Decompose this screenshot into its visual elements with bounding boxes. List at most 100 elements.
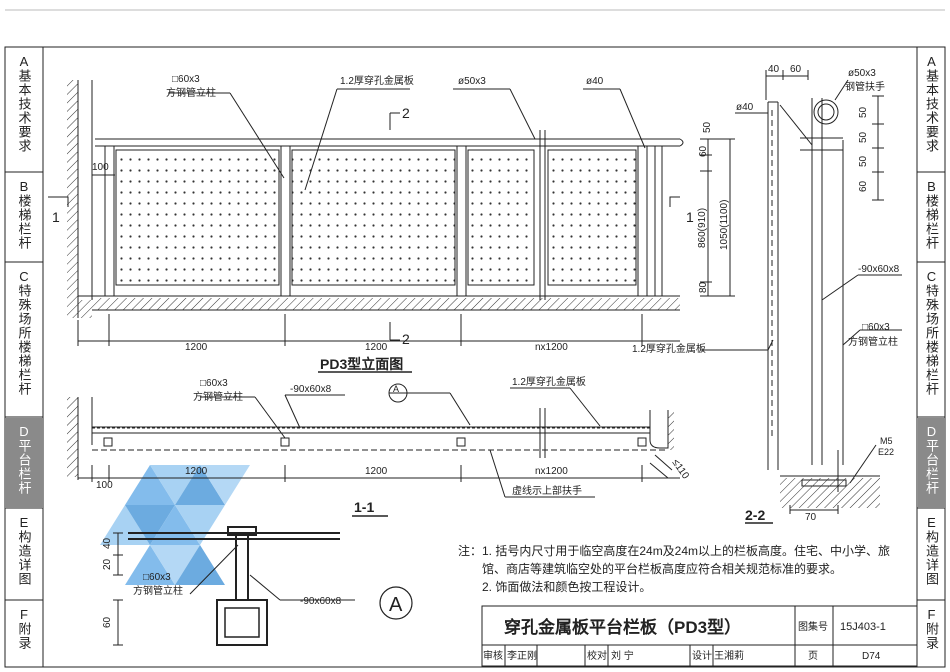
elev-right-80: 80 (698, 281, 709, 293)
side-tab-name: 楼梯栏杆 (924, 194, 939, 250)
elev-dim-2: 1200 (365, 342, 388, 353)
note-item-2: 2. 饰面做法和颜色按工程设计。 (482, 580, 652, 594)
title-block-page-no: D74 (862, 651, 881, 662)
elev-rail2-label: ø40 (586, 76, 604, 87)
elev-right-60: 60 (698, 145, 709, 157)
sec-right-50-3: 50 (858, 155, 869, 167)
side-tab-letter: C (926, 269, 937, 284)
title-block-check-label: 校对 (587, 649, 607, 662)
title-block-atlas-label: 图集号 (798, 620, 828, 633)
side-tab-letter: D (19, 424, 29, 439)
sec-tube-label-1: ø50x3 (848, 68, 876, 79)
title-block-page-label: 页 (808, 650, 818, 662)
sec-tube-label-2: 钢管扶手 (845, 80, 885, 93)
elev-rail-label: ø50x3 (458, 76, 486, 87)
perforated-panels (115, 149, 637, 286)
sec-right-60: 60 (858, 180, 869, 192)
elev-right-50: 50 (702, 121, 713, 133)
elevation-title: PD3型立面图 (320, 356, 403, 372)
side-tab-name: 附录 (16, 622, 32, 650)
side-tab-name: 特殊场所楼梯栏杆 (16, 284, 32, 396)
detail-post-label-2: 方钢管立柱 (133, 584, 183, 597)
detail-dim-40: 40 (102, 537, 113, 549)
title-block-review-label: 审核 (483, 649, 503, 662)
sec-right-50-1: 50 (858, 106, 869, 118)
side-tab-name: 特殊场所楼梯栏杆 (924, 284, 939, 396)
side-tab-name: 基本技术要求 (924, 69, 939, 153)
side-tab-letter: A (19, 54, 29, 69)
section-mark-2-bottom: 2 (402, 331, 410, 347)
section-mark-1-right: 1 (686, 209, 694, 225)
title-block-checker: 刘 宁 (611, 649, 634, 662)
elevation-drawing (48, 80, 735, 373)
sec-panel-label: 1.2厚穿孔金属板 (632, 342, 706, 355)
plan-dim-nx1200: nx1200 (535, 466, 568, 477)
plan-dim-1200-2: 1200 (365, 466, 388, 477)
title-block-frame (481, 605, 918, 667)
plan-dim-1200-1: 1200 (185, 466, 208, 477)
side-tab-letter: F (20, 607, 28, 622)
plan-drawing (67, 383, 680, 517)
elev-dim-1: 1200 (185, 342, 208, 353)
elev-left-100: 100 (92, 162, 109, 173)
side-tab-letter: D (926, 424, 937, 439)
notes-lead: 注： (458, 544, 483, 558)
plan-panel-label: 1.2厚穿孔金属板 (512, 375, 586, 388)
detail-dim-20: 20 (102, 558, 113, 570)
title-block-designer: 王湘莉 (714, 649, 744, 662)
title-block-reviewer: 李正刚 (507, 649, 537, 662)
side-tab-name: 平台栏杆 (16, 439, 32, 495)
detail-a-drawing (113, 526, 413, 646)
sec-post-label-1: □60x3 (862, 322, 890, 333)
sec-40-label: ø40 (736, 102, 754, 113)
sec-bolt-2: E22 (878, 447, 894, 457)
sec-post-label-2: 方钢管立柱 (848, 335, 898, 348)
elev-post-label-2: 方钢管立柱 (166, 86, 216, 99)
side-tab-letter: C (19, 269, 29, 284)
side-tab-name: 楼梯栏杆 (16, 194, 32, 250)
elev-post-label-1: □60x3 (172, 74, 200, 85)
side-tab-letter: E (927, 515, 936, 530)
detail-post-label-1: □60x3 (143, 572, 171, 583)
section-mark-2-top: 2 (402, 105, 410, 121)
side-tab-name: 附录 (924, 622, 939, 650)
side-tab-letter: F (927, 607, 936, 622)
sec-dim-40: 40 (768, 64, 780, 75)
elev-right-860: 860(910) (697, 208, 708, 248)
sec-plate-label: -90x60x8 (858, 264, 900, 275)
section-2-2-drawing (700, 70, 902, 524)
plan-post-label-1: □60x3 (200, 378, 228, 389)
notes-block: 注： 1. 括号内尺寸用于临空高度在24m及24m以上的栏板高度。住宅、中小学、… (458, 542, 910, 596)
plan-callout-a: A (393, 384, 399, 394)
sec-dim-60: 60 (790, 64, 802, 75)
side-tab-name: 平台栏杆 (924, 439, 939, 495)
watermark-logo (100, 465, 250, 585)
elev-dim-3: nx1200 (535, 342, 568, 353)
plan-post-label-2: 方钢管立柱 (193, 390, 243, 403)
elevation-posts (104, 145, 663, 297)
side-tab-name: 构造详图 (16, 530, 32, 586)
side-tab-letter: B (927, 179, 936, 194)
elev-panel-label: 1.2厚穿孔金属板 (340, 74, 414, 87)
sec-dim-70: 70 (805, 512, 817, 523)
section22-title: 2-2 (745, 507, 765, 523)
side-tab-dividers (5, 171, 945, 601)
detail-plate-label: -90x60x8 (300, 596, 342, 607)
side-tab-letter: A (927, 54, 936, 69)
section-mark-1-left: 1 (52, 209, 60, 225)
plan-dim-100: 100 (96, 480, 113, 491)
plan-dashed-note: 虚线示上部扶手 (512, 484, 582, 497)
title-block-atlas-no: 15J403-1 (840, 621, 886, 633)
